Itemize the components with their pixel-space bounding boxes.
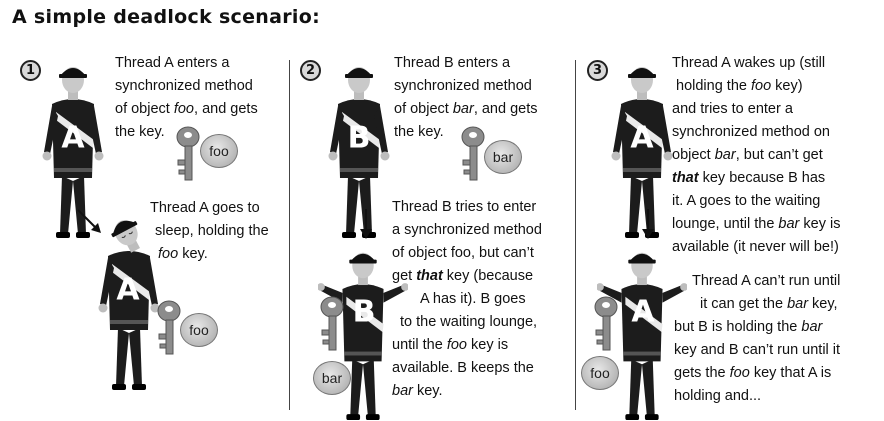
- thread-letter: A: [630, 120, 654, 156]
- key-icon: [175, 126, 201, 184]
- step-description: Thread B enters a synchronized method of…: [394, 55, 538, 140]
- key-tag: foo: [180, 313, 218, 347]
- thread-letter: A: [631, 294, 655, 330]
- step-number-badge: 2: [300, 60, 321, 81]
- step-description: Thread B tries to enter a synchronized m…: [392, 199, 542, 399]
- key-tag: bar: [313, 361, 351, 395]
- arrow-down-icon: [358, 207, 374, 241]
- person-shrugging-icon: B: [318, 242, 408, 421]
- key-tag: foo: [581, 356, 619, 390]
- step-description: Thread A enters a synchronized method of…: [115, 55, 258, 140]
- step-description: Thread A goes to sleep, holding the foo …: [150, 200, 269, 262]
- panel-divider-2: [575, 60, 576, 410]
- person-standing-icon: B: [324, 56, 394, 240]
- diagram-title: A simple deadlock scenario:: [12, 6, 320, 28]
- key-icon: [593, 296, 619, 354]
- thread-letter: B: [347, 120, 371, 156]
- person-shrugging-icon: A: [597, 242, 687, 421]
- person-standing-icon: A: [607, 56, 677, 240]
- panel-divider-1: [289, 60, 290, 410]
- step-number-badge: 3: [587, 60, 608, 81]
- key-icon: [156, 300, 182, 358]
- thread-letter: A: [61, 120, 85, 156]
- person-standing-icon: A: [38, 56, 108, 240]
- person-sleeping-icon: A: [92, 208, 166, 392]
- key-icon: [319, 296, 345, 354]
- thread-letter: A: [116, 272, 140, 308]
- step-number-badge: 1: [20, 60, 41, 81]
- step-description: Thread A can’t run until it can get the …: [674, 273, 841, 404]
- thread-letter: B: [352, 294, 376, 330]
- arrow-down-icon: [640, 207, 656, 241]
- key-icon: [460, 126, 486, 184]
- key-tag: foo: [200, 134, 238, 168]
- arrow-diagonal-icon: [75, 207, 105, 237]
- key-tag: bar: [484, 140, 522, 174]
- step-description: Thread A wakes up (still holding the foo…: [672, 55, 841, 255]
